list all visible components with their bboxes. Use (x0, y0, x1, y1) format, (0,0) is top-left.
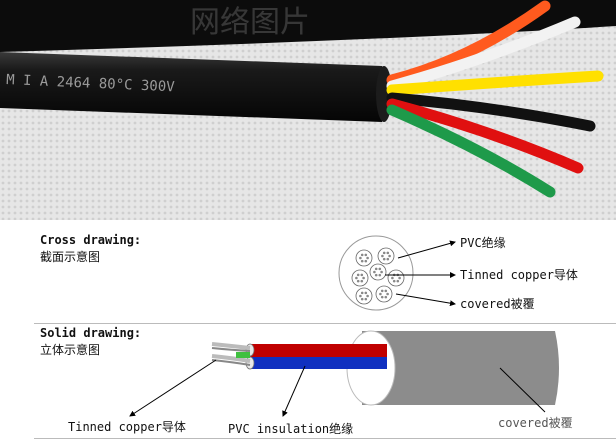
wire-5 (386, 104, 556, 198)
strand-wire (359, 256, 362, 260)
strand-wire (364, 291, 368, 295)
cable-photo: 网络图片 M I A 2464 80°C 300V (0, 0, 616, 220)
strand-wire (356, 279, 360, 283)
solid-drawing (129, 330, 559, 417)
strand-wire (364, 253, 368, 257)
strand-wire (366, 256, 369, 260)
strand-wire (360, 273, 364, 277)
strand-wire (379, 292, 382, 296)
wire-1 (386, 16, 581, 92)
conductor-strand (375, 285, 393, 303)
strand-wire (396, 279, 400, 283)
strand-wire (374, 267, 378, 271)
solid-drawing-subtitle: 立体示意图 (40, 343, 101, 357)
strand-wire (356, 273, 360, 277)
photo-watermark: 网络图片 (190, 5, 310, 40)
strand-wire (359, 294, 362, 298)
strand-wire (364, 297, 368, 301)
strand-wire (386, 251, 390, 255)
strand-wire (380, 289, 384, 293)
callout-line-solid-pvc (282, 365, 306, 417)
cable-diagram (129, 235, 559, 417)
strand-wire (386, 257, 390, 261)
strand-wire (391, 276, 394, 280)
conductor-strand (387, 269, 405, 287)
cross-section-conductors (351, 247, 405, 305)
background-cable (0, 0, 616, 52)
strand-wire (378, 273, 382, 277)
strand-wire (360, 253, 364, 257)
strand-wire (381, 254, 384, 258)
callout-line-solid-copper (129, 359, 217, 417)
label-covered: covered被覆 (460, 297, 535, 311)
strand-wire (398, 276, 401, 280)
strand-wire (364, 259, 368, 263)
strand-wire (373, 270, 376, 274)
label-solid-covered: covered被覆 (498, 416, 573, 430)
strand-wire (380, 295, 384, 299)
solid-jacket (362, 331, 559, 405)
solid-blue-wire (250, 357, 387, 369)
exposed-conductor (211, 342, 251, 366)
callout-line-pvc (397, 240, 456, 259)
strand-wire (355, 276, 358, 280)
strand-wire (360, 297, 364, 301)
section-divider (34, 323, 616, 324)
solid-drawing-title: Solid drawing: (40, 326, 142, 340)
label-pvc-insulation: PVC绝缘 (460, 236, 506, 250)
strand-wire (384, 295, 388, 299)
cross-drawing-title: Cross drawing: (40, 233, 142, 247)
conductor-strand (377, 247, 395, 265)
strand-wire (366, 294, 369, 298)
solid-red-wire (250, 344, 387, 357)
strand-wire (378, 267, 382, 271)
strand-wire (380, 270, 383, 274)
bottom-divider (34, 438, 616, 439)
conductor-strand (369, 263, 387, 281)
strand-wire (384, 289, 388, 293)
cross-section-drawing (338, 235, 456, 311)
strand-wire (382, 251, 386, 255)
label-solid-pvc-insulation: PVC insulation绝缘 (228, 422, 354, 436)
conductor-strand (351, 269, 369, 287)
strand-wire (386, 292, 389, 296)
cable-jacket (0, 52, 389, 122)
wire-3 (386, 92, 596, 132)
label-tinned-copper: Tinned copper导体 (460, 268, 578, 282)
strand-wire (388, 254, 391, 258)
strand-wire (360, 291, 364, 295)
wire-4 (386, 98, 584, 174)
conductor-strand (355, 287, 373, 305)
wires (386, 0, 604, 198)
callout-line-covered (395, 293, 456, 307)
label-solid-tinned-copper: Tinned copper导体 (68, 420, 186, 434)
strand-wire (374, 273, 378, 277)
strand-wire (362, 276, 365, 280)
strand-wire (382, 257, 386, 261)
callout-line-solid-covered (499, 367, 546, 413)
wire-2 (386, 70, 604, 96)
strand-wire (392, 279, 396, 283)
jacket-print: M I A 2464 80°C 300V (6, 72, 176, 95)
conductor-strand (355, 249, 373, 267)
cross-drawing-subtitle: 截面示意图 (40, 250, 101, 264)
wire-0 (386, 0, 551, 86)
strand-wire (360, 259, 364, 263)
strand-wire (360, 279, 364, 283)
